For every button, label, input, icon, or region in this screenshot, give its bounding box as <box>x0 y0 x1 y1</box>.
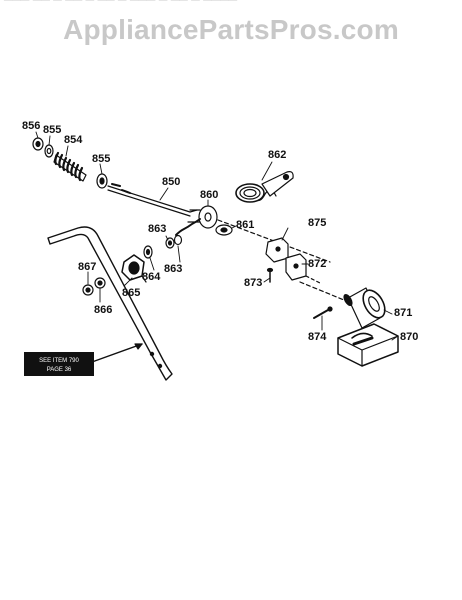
part-873-screw <box>266 267 274 283</box>
part-867-nut <box>82 284 94 296</box>
callout-874: 874 <box>308 331 327 343</box>
callout-867: 867 <box>78 261 96 273</box>
reference-line-2: PAGE 36 <box>47 367 72 373</box>
callout-866: 866 <box>94 304 112 316</box>
link-rod <box>299 281 345 301</box>
part-863-nut-right <box>173 234 183 246</box>
callout-875: 875 <box>308 217 326 229</box>
part-850-rod <box>107 183 198 217</box>
part-855-washer-lower <box>96 173 108 189</box>
callout-863-left: 863 <box>148 223 166 235</box>
part-856-nut <box>32 137 44 151</box>
lever-arm <box>47 226 173 381</box>
part-864-washer <box>143 245 153 259</box>
callout-861: 861 <box>236 219 254 231</box>
watermark: AppliancePartsPros.com <box>63 14 399 45</box>
part-863-nut-left <box>165 237 175 249</box>
callout-870: 870 <box>400 331 418 343</box>
callout-863-right: 863 <box>164 263 182 275</box>
callout-873: 873 <box>244 277 262 289</box>
part-865-bracket <box>121 254 147 283</box>
callout-871: 871 <box>394 307 412 319</box>
callout-850: 850 <box>162 176 180 188</box>
part-874-pin <box>313 306 333 319</box>
callout-862: 862 <box>268 149 286 161</box>
reference-box: SEE ITEM 790 PAGE 36 <box>24 352 94 376</box>
callout-865: 865 <box>122 287 140 299</box>
callout-854: 854 <box>64 134 83 146</box>
callout-864: 864 <box>142 271 161 283</box>
callout-855-lower: 855 <box>92 153 110 165</box>
callout-856: 856 <box>22 120 40 132</box>
cropped-header-fragment: ▀▀▀ ▀▀ ▀ ▀▀ ▀ ▀▀ ▀ ▀▀▀ ▀ ▀▀ ▀ ▀▀▀▀ <box>4 0 238 7</box>
reference-leader-line <box>91 343 143 363</box>
callout-855-upper: 855 <box>43 124 61 136</box>
part-866-washer <box>94 277 106 289</box>
leader-lines <box>35 131 399 341</box>
reference-line-1: SEE ITEM 790 <box>39 358 79 364</box>
part-871-cylinder <box>343 287 386 329</box>
reference-arrowhead <box>134 343 143 350</box>
callout-872: 872 <box>308 258 326 270</box>
part-870-block <box>337 323 399 367</box>
part-854-spring <box>53 151 87 182</box>
callout-860: 860 <box>200 189 218 201</box>
part-875-clip <box>265 237 289 263</box>
part-855-washer-upper <box>44 144 54 158</box>
part-862-spring-bracket <box>235 171 294 203</box>
threaded-stud <box>175 218 201 236</box>
part-872-block <box>285 253 323 285</box>
